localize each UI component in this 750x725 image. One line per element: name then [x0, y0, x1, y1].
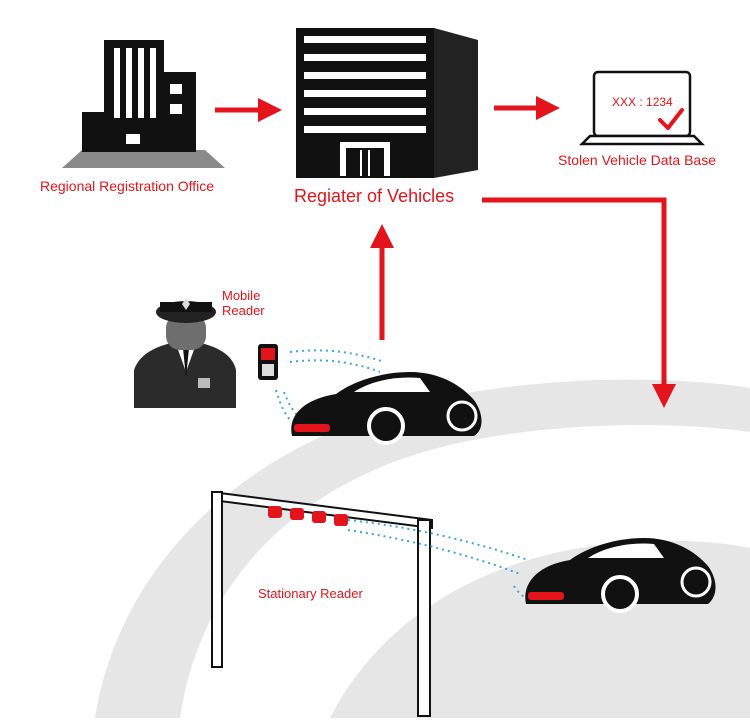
label-regional-registration-office: Regional Registration Office: [40, 178, 215, 194]
police-officer-icon: [134, 298, 236, 408]
flow-arrows: [215, 96, 676, 408]
label-mobile-line2: Reader: [222, 303, 265, 318]
arrow-register-to-stationary: [482, 197, 676, 408]
handheld-reader-icon: [258, 344, 278, 380]
laptop-icon: [578, 70, 706, 146]
car-icon: [291, 372, 482, 445]
label-stolen-vehicle-database: Stolen Vehicle Data Base: [558, 152, 716, 168]
gantry-reader-icon: [211, 490, 433, 717]
checkmark-icon: [658, 108, 684, 130]
label-stationary-reader: Stationary Reader: [258, 586, 363, 601]
arrow-mobile-to-register: [370, 224, 394, 340]
arrow-office-to-register: [215, 98, 282, 122]
register-building-icon: [296, 28, 478, 178]
label-register-of-vehicles: Regiater of Vehicles: [294, 186, 455, 206]
label-mobile-line1: Mobile: [222, 288, 261, 303]
car-icon: [525, 538, 716, 613]
office-building-icon: [62, 40, 225, 168]
arrow-register-to-database: [494, 96, 560, 120]
label-mobile-reader: Mobile Reader: [222, 288, 282, 318]
database-screen-plate: XXX : 1234: [612, 95, 673, 109]
